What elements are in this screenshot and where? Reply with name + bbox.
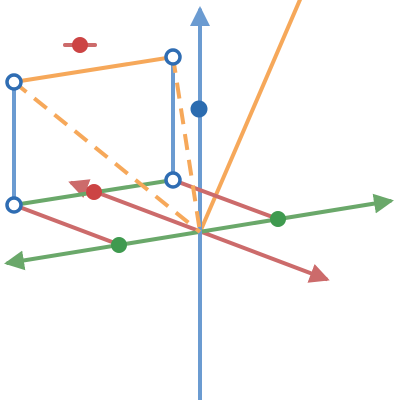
box-base-x-edge-2 — [171, 178, 280, 221]
box-vertex-bottom-right[interactable] — [164, 171, 182, 189]
z-axis-control-point[interactable] — [190, 100, 208, 118]
box-base-x-edge — [12, 203, 122, 247]
dashed-projection-right — [171, 56, 202, 233]
red-slider-handle[interactable] — [72, 37, 88, 53]
box-vertex-top-right[interactable] — [164, 48, 182, 66]
y-axis-control-point-right[interactable] — [270, 211, 286, 227]
box-vertex-top-left[interactable] — [5, 73, 23, 91]
dashed-projection-left — [12, 80, 202, 234]
y-axis-control-point-left[interactable] — [111, 237, 127, 253]
x-axis-control-point[interactable] — [86, 184, 102, 200]
box-top-edge — [12, 55, 175, 84]
box-vertex-bottom-left[interactable] — [5, 196, 23, 214]
